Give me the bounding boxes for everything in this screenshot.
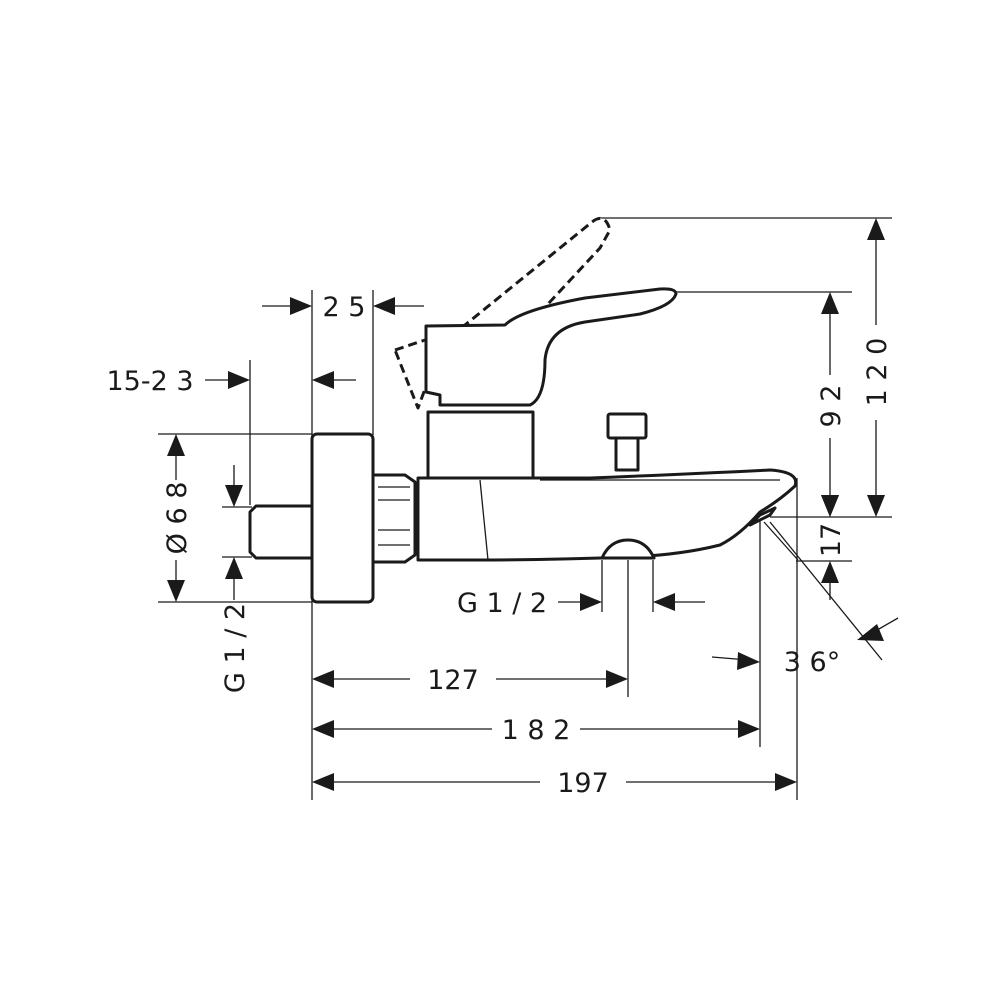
dim-spout-height: 17 [816,523,847,557]
dim-spout-angle: 3 6° [784,647,840,678]
spout-body [416,468,798,562]
dim-rosette-diameter: Ø 6 8 [162,482,193,555]
dim-height-handle: 9 2 [816,385,847,428]
backplate-rosette [310,432,375,604]
dim-connection-range: 15-2 3 [106,366,193,397]
lever-handle [424,287,678,407]
dim-outlet-thread: G 1 / 2 [457,588,547,619]
dimension-marks [167,218,899,791]
dim-backplate-depth: 2 5 [323,292,366,323]
diverter-stem [614,436,640,472]
spout-outlet [600,538,656,560]
hex-connector [371,473,417,564]
dim-spout-projection: 1 8 2 [502,715,571,746]
dim-outlet-distance: 127 [427,665,479,696]
wall-pipe [248,504,314,560]
spout-tip [748,506,777,527]
diverter-cap [606,412,648,440]
mixer-body [248,216,798,604]
dim-total-projection: 197 [557,768,609,799]
dim-wall-thread: G 1 / 2 [220,603,251,693]
dim-height-handle-raised: 1 2 0 [862,338,893,407]
handle-raised-outline [393,216,612,410]
handle-cartridge [426,410,535,480]
